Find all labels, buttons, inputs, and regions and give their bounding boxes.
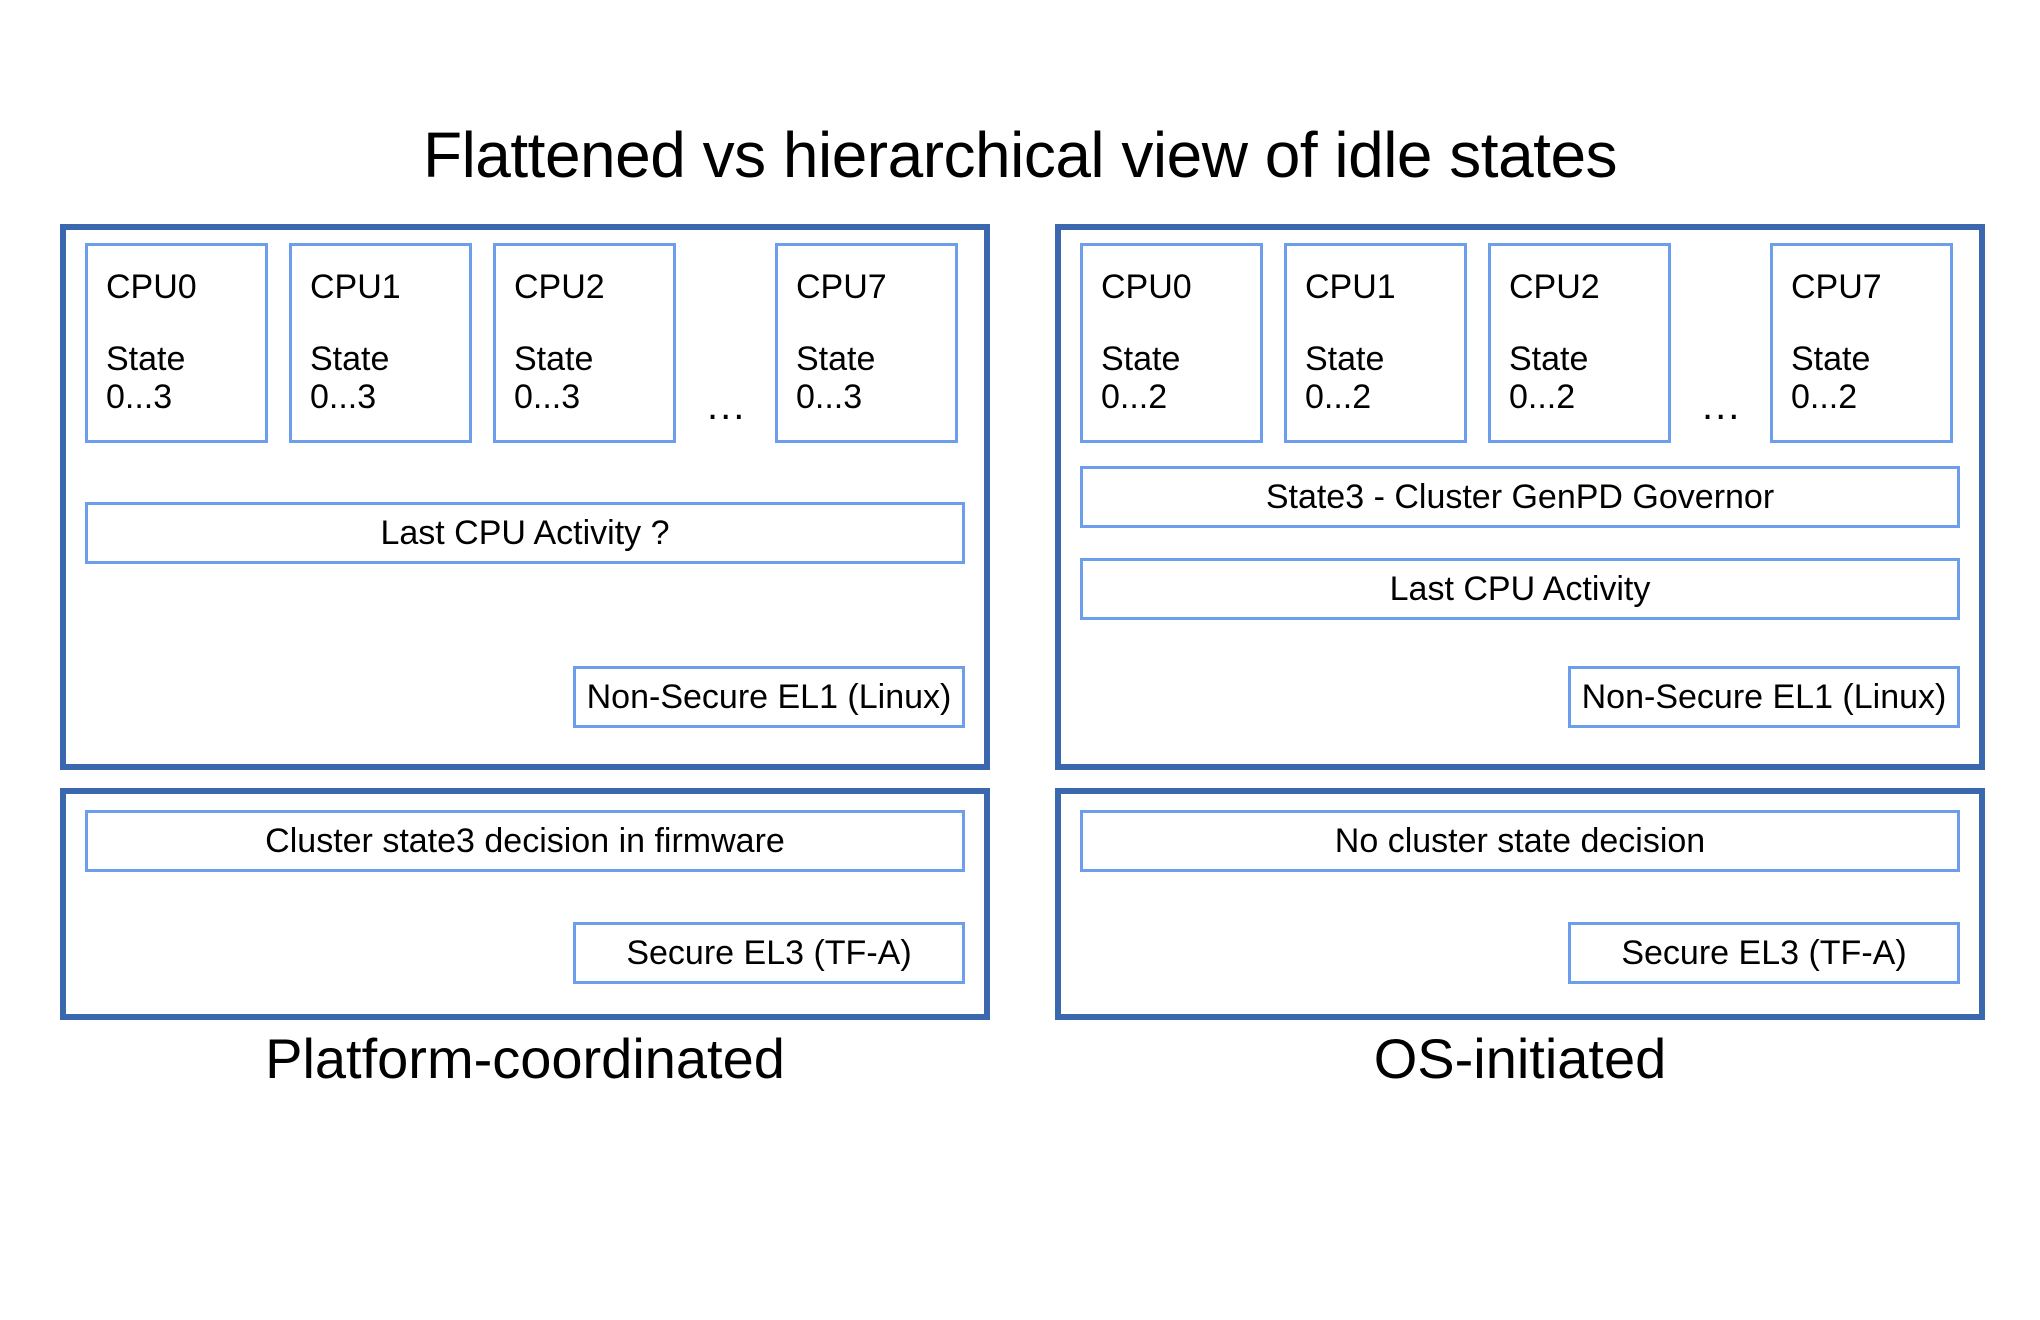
cpu-label: CPU7	[1791, 268, 1882, 306]
cpu-state-range: State 0...2	[1791, 340, 1871, 417]
cpu-label: CPU2	[514, 268, 605, 306]
secure-el3-panel-left: Cluster state3 decision in firmware Secu…	[60, 788, 990, 1020]
cpu-box-cpu0-left[interactable]: CPU0 State 0...3	[85, 243, 268, 443]
last-cpu-activity-bar-right[interactable]: Last CPU Activity	[1080, 558, 1960, 620]
cpu-box-cpu2-left[interactable]: CPU2 State 0...3	[493, 243, 676, 443]
cpu-label: CPU2	[1509, 268, 1600, 306]
cpu-row-left: CPU0 State 0...3 CPU1 State 0...3 CPU2 S…	[85, 243, 965, 443]
cpu-row-right: CPU0 State 0...2 CPU1 State 0...2 CPU2 S…	[1080, 243, 1960, 443]
last-cpu-activity-bar-left[interactable]: Last CPU Activity ?	[85, 502, 965, 564]
no-cluster-state-decision-bar[interactable]: No cluster state decision	[1080, 810, 1960, 872]
secure-el3-badge-left: Secure EL3 (TF-A)	[573, 922, 965, 984]
ellipsis-glyph: ...	[707, 384, 747, 428]
cluster-state3-decision-bar[interactable]: Cluster state3 decision in firmware	[85, 810, 965, 872]
non-secure-el1-panel-left: CPU0 State 0...3 CPU1 State 0...3 CPU2 S…	[60, 224, 990, 770]
cpu-box-cpu1-right[interactable]: CPU1 State 0...2	[1284, 243, 1467, 443]
cpu-ellipsis-left: ...	[697, 243, 775, 443]
cpu-box-cpu0-right[interactable]: CPU0 State 0...2	[1080, 243, 1263, 443]
cpu-state-range: State 0...3	[796, 340, 876, 417]
caption-os-initiated: OS-initiated	[1373, 1027, 1667, 1090]
cpu-state-range: State 0...2	[1101, 340, 1181, 417]
cpu-state-range: State 0...2	[1305, 340, 1385, 417]
non-secure-el1-badge-left: Non-Secure EL1 (Linux)	[573, 666, 965, 728]
cluster-genpd-governor-bar[interactable]: State3 - Cluster GenPD Governor	[1080, 466, 1960, 528]
cpu-ellipsis-right: ...	[1692, 243, 1770, 443]
cpu-box-cpu7-right[interactable]: CPU7 State 0...2	[1770, 243, 1953, 443]
cpu-state-range: State 0...3	[310, 340, 390, 417]
page-title: Flattened vs hierarchical view of idle s…	[422, 119, 1618, 191]
column-platform-coordinated: CPU0 State 0...3 CPU1 State 0...3 CPU2 S…	[60, 224, 990, 1020]
cpu-box-cpu1-left[interactable]: CPU1 State 0...3	[289, 243, 472, 443]
cpu-label: CPU1	[1305, 268, 1396, 306]
caption-platform-coordinated: Platform-coordinated	[265, 1027, 785, 1090]
non-secure-el1-panel-right: CPU0 State 0...2 CPU1 State 0...2 CPU2 S…	[1055, 224, 1985, 770]
cpu-box-cpu7-left[interactable]: CPU7 State 0...3	[775, 243, 958, 443]
cpu-label: CPU0	[106, 268, 197, 306]
column-os-initiated: CPU0 State 0...2 CPU1 State 0...2 CPU2 S…	[1055, 224, 1985, 1020]
cpu-state-range: State 0...2	[1509, 340, 1589, 417]
ellipsis-glyph: ...	[1702, 384, 1742, 428]
cpu-label: CPU0	[1101, 268, 1192, 306]
cpu-label: CPU1	[310, 268, 401, 306]
secure-el3-badge-right: Secure EL3 (TF-A)	[1568, 922, 1960, 984]
secure-el3-panel-right: No cluster state decision Secure EL3 (TF…	[1055, 788, 1985, 1020]
cpu-box-cpu2-right[interactable]: CPU2 State 0...2	[1488, 243, 1671, 443]
non-secure-el1-badge-right: Non-Secure EL1 (Linux)	[1568, 666, 1960, 728]
cpu-state-range: State 0...3	[106, 340, 186, 417]
cpu-label: CPU7	[796, 268, 887, 306]
cpu-state-range: State 0...3	[514, 340, 594, 417]
